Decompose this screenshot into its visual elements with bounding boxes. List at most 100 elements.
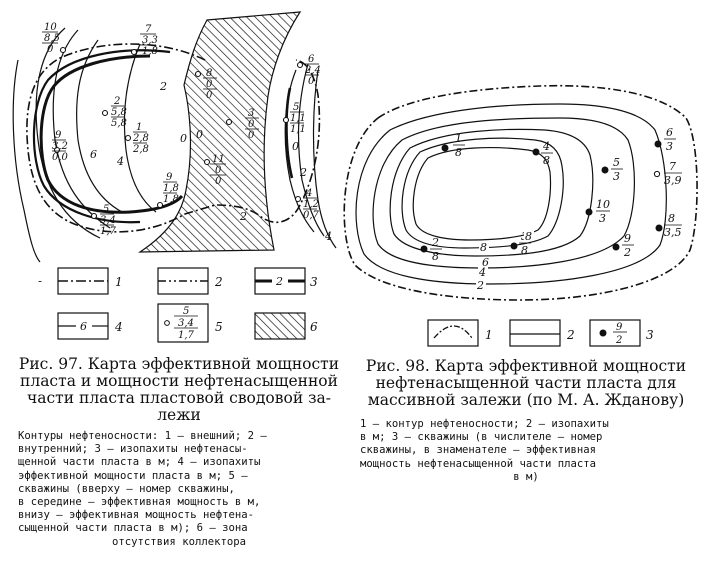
fig98-well-label: 10 3 <box>596 198 610 225</box>
svg-text:8: 8 <box>668 212 675 225</box>
svg-text:5: 5 <box>183 306 189 317</box>
fig98-well-marker <box>601 166 609 174</box>
fig98-well-label: 9 2 <box>622 232 634 259</box>
fig97-explanation: Контуры нефтеносности: 1 — внешний; 2 — … <box>18 430 267 548</box>
svg-text:3,9: 3,9 <box>664 174 682 187</box>
fig98-well-marker <box>510 242 518 250</box>
fig97-well-label: 8 0 0 <box>203 68 217 101</box>
fig98-legend: 1 2 9 2 3 <box>427 319 654 347</box>
svg-text:7: 7 <box>669 160 676 173</box>
svg-text:1,2: 1,2 <box>303 199 319 210</box>
fig97-well-marker <box>294 195 302 203</box>
fig98-well-label: 7 3,9 <box>664 160 682 187</box>
fig97-no-reservoir-zone <box>137 11 302 253</box>
svg-text:2: 2 <box>566 328 575 342</box>
svg-text:5,8: 5,8 <box>111 107 127 118</box>
legend-number: 2 <box>214 275 223 289</box>
fig97-well-label: 4 1,2 0,7 <box>303 188 320 221</box>
contour-label: 2 <box>476 279 484 292</box>
fig98-oil-contour <box>343 84 698 301</box>
svg-text:1,8: 1,8 <box>163 183 179 194</box>
fig97-well-marker <box>156 201 164 209</box>
svg-text:7: 7 <box>145 24 152 35</box>
svg-text:1: 1 <box>136 122 142 133</box>
legend-swatch-5 <box>157 303 209 343</box>
contour-label: 8 <box>480 241 487 254</box>
svg-text:4: 4 <box>305 188 312 199</box>
fig97-well-labels: 10 8,5 0 7 3,3 1,8 8 0 0 6 <box>42 22 321 237</box>
fig97-legend: - 1 2 2 3 6 4 5 3,4 1,7 5 6 <box>38 267 318 343</box>
svg-text:2: 2 <box>431 236 439 249</box>
fig98-well-marker <box>420 245 428 253</box>
legend-iso-value: 6 <box>80 320 87 333</box>
svg-text:0,0: 0,0 <box>52 152 69 163</box>
fig97-well-label: 3 0 0 <box>245 108 259 141</box>
fig97-well-marker <box>90 212 98 220</box>
contour-label: 0 <box>292 140 299 153</box>
svg-text:3,5: 3,5 <box>664 226 682 239</box>
fig97-well-marker <box>130 48 138 56</box>
fig97-well-label: 1 2,8 2,8 <box>132 122 149 155</box>
contour-label: 4 <box>478 266 486 279</box>
svg-text:0,7: 0,7 <box>303 210 320 221</box>
svg-text:2,8: 2,8 <box>132 133 149 144</box>
svg-text:0: 0 <box>248 119 255 130</box>
svg-text:0: 0 <box>206 79 213 90</box>
svg-text:1,7: 1,7 <box>100 226 117 237</box>
svg-text:4: 4 <box>542 140 550 153</box>
svg-text:6: 6 <box>666 126 673 139</box>
svg-text:10: 10 <box>596 198 610 211</box>
fig97-well-label: 10 8,5 0 <box>42 22 60 55</box>
fig98-well-marker <box>653 170 661 178</box>
svg-text:3,4: 3,4 <box>178 318 194 329</box>
fig98-isopach-6 <box>389 128 594 257</box>
fig97-well-marker <box>225 118 233 126</box>
svg-text:8: 8 <box>543 154 550 167</box>
svg-text:11: 11 <box>212 154 225 165</box>
svg-text:1,8: 1,8 <box>163 194 179 205</box>
svg-text:3,4: 3,4 <box>100 215 116 226</box>
fig97-caption: Рис. 97. Карта эффективной мощности плас… <box>18 355 340 424</box>
contour-label: 4 <box>324 230 332 243</box>
fig98-explanation: 1 — контур нефтеносности; 2 — изопахиты … <box>360 418 609 483</box>
legend-number: 1 <box>115 275 123 289</box>
svg-text:6: 6 <box>308 54 315 65</box>
svg-text:5: 5 <box>613 156 620 169</box>
svg-text:3: 3 <box>613 170 620 183</box>
fig98-well-marker <box>441 144 449 152</box>
svg-text:9: 9 <box>166 172 173 183</box>
svg-text:8: 8 <box>521 244 528 257</box>
fig97-well-marker <box>203 158 211 166</box>
legend-number: 5 <box>215 320 223 334</box>
svg-text:5,8: 5,8 <box>111 118 127 129</box>
fig98-isopach-4 <box>372 117 635 269</box>
fig97-well-label: 5 3,4 1,7 <box>100 204 117 237</box>
svg-text:3: 3 <box>666 140 673 153</box>
svg-text:8: 8 <box>455 146 462 159</box>
svg-text:1,8: 1,8 <box>142 46 158 57</box>
fig98-well-label: 1 8 <box>453 132 465 159</box>
fig97-contour-labels: 6 4 2 0 0 2 0 2 4 <box>90 80 332 243</box>
svg-text:8: 8 <box>432 250 439 263</box>
svg-text:1,7: 1,7 <box>178 330 195 341</box>
contour-label: 8 <box>525 230 532 243</box>
well-effective: 8,5 <box>44 33 60 44</box>
svg-text:9: 9 <box>55 130 62 141</box>
svg-text:2: 2 <box>615 335 622 346</box>
contour-label: 2 <box>299 166 307 179</box>
svg-text:9: 9 <box>616 322 623 333</box>
fig98-well-marker <box>612 243 620 251</box>
fig98-well-marker <box>585 208 593 216</box>
svg-text:0: 0 <box>308 76 315 87</box>
fig97-well-marker <box>282 116 290 124</box>
fig98-well-label: 8 3,5 <box>664 212 682 239</box>
svg-text:1,1: 1,1 <box>290 124 306 135</box>
contour-label: 0 <box>180 132 187 145</box>
svg-text:5: 5 <box>293 102 299 113</box>
svg-text:3: 3 <box>646 328 654 342</box>
fig98-well-marker <box>532 148 540 156</box>
svg-text:3: 3 <box>599 212 606 225</box>
contour-label: 0 <box>196 128 203 141</box>
legend-swatch-6 <box>254 312 306 340</box>
